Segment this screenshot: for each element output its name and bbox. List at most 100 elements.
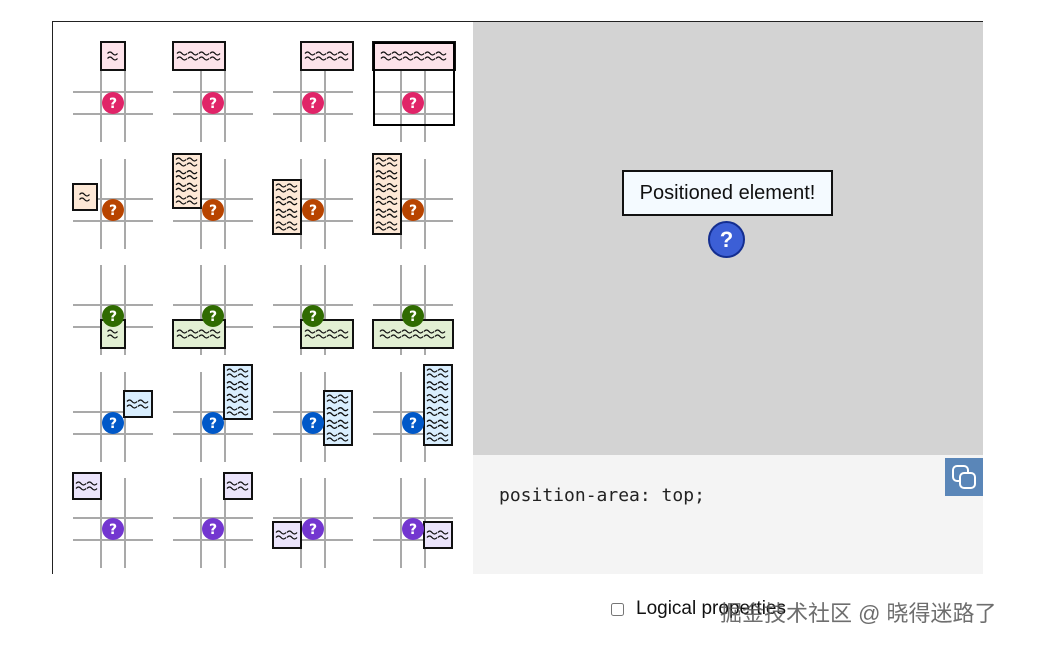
option-left-span-top[interactable]: ? <box>172 149 269 253</box>
option-left-span-all[interactable]: ? <box>372 149 469 253</box>
positioned-element: Positioned element! <box>622 170 833 216</box>
anchor-dot <box>102 305 124 327</box>
option-bottom-right[interactable]: ? <box>373 468 469 572</box>
anchor-question-mark: ? <box>109 416 117 432</box>
anchor-question-mark: ? <box>209 522 217 538</box>
option-diagram: ? <box>172 153 253 249</box>
positioned-box <box>423 521 453 549</box>
option-bottom-span-all[interactable]: ? <box>372 255 469 359</box>
anchor-dot <box>102 92 124 114</box>
option-diagram: ? <box>73 265 153 355</box>
anchor-question-mark: ? <box>109 96 117 112</box>
positioned-box <box>223 364 253 420</box>
anchor-dot <box>102 412 124 434</box>
option-diagram: ? <box>373 478 453 568</box>
watermark: 掘金技术社区 @ 晓得迷路了 <box>720 601 997 626</box>
anchor-dot <box>302 412 324 434</box>
anchor-dot <box>102 199 124 221</box>
positioned-box <box>300 41 354 71</box>
anchor-question-mark: ? <box>109 309 117 325</box>
positioned-box <box>272 179 302 235</box>
option-diagram: ? <box>273 372 353 462</box>
anchor-question-mark: ? <box>409 203 417 219</box>
anchor-dot <box>202 199 224 221</box>
option-left[interactable]: ? <box>72 149 169 253</box>
anchor-dot <box>202 305 224 327</box>
positioned-box <box>172 41 226 71</box>
anchor-question-mark: ? <box>109 203 117 219</box>
option-diagram: ? <box>73 41 153 142</box>
anchor-question-mark: ? <box>309 203 317 219</box>
option-diagram: ? <box>172 265 253 355</box>
option-diagram: ? <box>72 472 153 568</box>
anchor-dot <box>402 518 424 540</box>
anchor-question-mark: ? <box>309 522 317 538</box>
option-diagram: ? <box>372 41 456 142</box>
option-right[interactable]: ? <box>73 362 169 466</box>
selected-outline <box>373 42 455 126</box>
demo-frame: ???????????????????? Positioned element!… <box>52 21 983 575</box>
anchor-dot <box>402 199 424 221</box>
anchor-dot <box>202 92 224 114</box>
positioned-box <box>423 364 453 446</box>
anchor-question-mark: ? <box>209 416 217 432</box>
anchor-question-mark: ? <box>209 96 217 112</box>
positioned-box <box>72 183 98 211</box>
option-diagram: ? <box>372 265 454 355</box>
anchor-dot <box>202 412 224 434</box>
option-bottom-span-right[interactable]: ? <box>273 255 369 359</box>
copy-button[interactable] <box>945 458 983 496</box>
anchor-dot <box>402 412 424 434</box>
option-diagram: ? <box>72 159 153 249</box>
anchor-dot <box>302 305 324 327</box>
logical-properties-label[interactable]: Logical properties <box>636 598 786 619</box>
positioned-box <box>323 390 353 446</box>
positioned-box <box>123 390 153 418</box>
anchor-dot <box>402 92 424 114</box>
option-top-right[interactable]: ? <box>173 468 269 572</box>
option-right-span-top[interactable]: ? <box>173 362 269 466</box>
copy-icon <box>952 465 976 489</box>
option-diagram: ? <box>373 364 453 462</box>
option-diagram: ? <box>272 159 353 249</box>
option-top-left[interactable]: ? <box>72 468 169 572</box>
option-right-span-bottom[interactable]: ? <box>273 362 369 466</box>
code-panel: position-area: top; <box>473 455 983 574</box>
option-bottom-left[interactable]: ? <box>272 468 369 572</box>
positioned-box <box>100 41 126 71</box>
option-diagram: ? <box>172 41 253 142</box>
anchor-question-mark: ? <box>209 309 217 325</box>
positioned-box <box>223 472 253 500</box>
code-text: position-area: top; <box>499 485 705 506</box>
anchor-question-mark: ? <box>409 96 417 112</box>
anchor-dot <box>302 92 324 114</box>
option-right-span-all[interactable]: ? <box>373 362 469 466</box>
positioned-box <box>272 521 302 549</box>
option-diagram: ? <box>173 472 253 568</box>
option-left-span-bottom[interactable]: ? <box>272 149 369 253</box>
anchor-dot <box>302 518 324 540</box>
anchor-question-mark: ? <box>409 522 417 538</box>
anchor-dot <box>402 305 424 327</box>
anchor-question-mark: ? <box>309 96 317 112</box>
option-diagram: ? <box>173 364 253 462</box>
anchor-question-mark: ? <box>309 309 317 325</box>
option-diagram: ? <box>372 153 453 249</box>
option-bottom-span-left[interactable]: ? <box>172 255 269 359</box>
logical-properties-checkbox[interactable] <box>611 602 624 616</box>
anchor-question-mark: ? <box>309 416 317 432</box>
positioned-box <box>372 153 402 235</box>
option-diagram: ? <box>272 478 353 568</box>
option-bottom[interactable]: ? <box>73 255 169 359</box>
positioned-box <box>172 153 202 209</box>
anchor-question-mark: ? <box>409 309 417 325</box>
anchor-question-mark: ? <box>209 203 217 219</box>
position-area-option-grid: ???????????????????? <box>53 22 473 575</box>
option-top[interactable]: ? <box>372 41 469 146</box>
anchor-question-mark: ? <box>109 522 117 538</box>
option-top-span-all-narrow[interactable]: ? <box>172 41 269 146</box>
option-top-span-right[interactable]: ? <box>273 41 369 146</box>
option-top-span-none[interactable]: ? <box>73 41 169 146</box>
anchor-button[interactable]: ? <box>708 221 745 258</box>
anchor-dot <box>302 199 324 221</box>
